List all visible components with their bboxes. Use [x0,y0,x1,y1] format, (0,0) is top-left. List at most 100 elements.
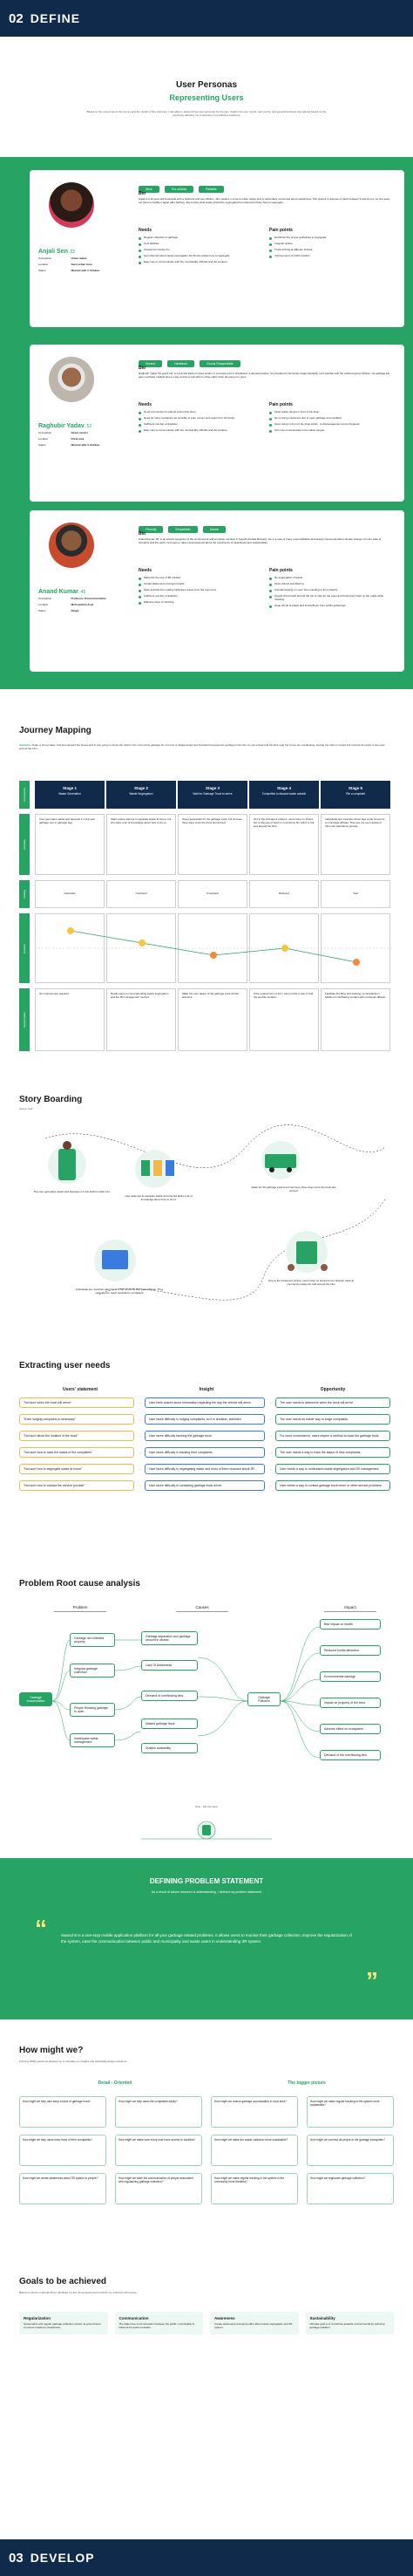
persona-tag: Pro-activist [164,186,194,193]
goals-subtitle: Based on above understanding I identifie… [19,2291,138,2294]
hmw-detail-card: How might we ease the communication of p… [115,2173,202,2204]
center-node: Garbage Pollution [247,1692,281,1706]
personas-description: Based on the responses to the survey and… [86,110,327,117]
persona-card-anjali: Anjali Sen, 32 Occupation: Home maker Lo… [30,170,404,327]
persona-meta: Occupation: Professor, Environmentalist … [38,597,106,612]
persona-tag: Goods Responsible [200,360,240,367]
stage-feeling: Frustrated [178,880,247,908]
storyboard-panels: The user generates waste and disposes it… [19,1121,394,1335]
storyboard-caption: Due to the infrequent pickup, users have… [268,1279,354,1286]
goals-section: Goals to be achieved Based on above unde… [19,2277,394,2295]
storyboard-caption: The user generates waste and disposes it… [33,1190,110,1193]
stage-feeling: Sad [321,880,390,908]
personas-panel: Anjali Sen, 32 Occupation: Home maker Lo… [0,157,413,689]
persona-name: Raghubir Yadav [38,423,85,429]
hmw-left-title: Detail - Oriented [98,2081,132,2086]
user-insight: User faces difficulty in contacting garb… [145,1480,265,1491]
scene-3-illustration [261,1141,300,1179]
arrow-right-icon: → [137,1400,142,1405]
hmw-bigpicture-card: How might we connect all people to the g… [307,2135,394,2166]
stage-opportunity: Needs ways to comprehending waste segreg… [106,988,176,1051]
user-need-row: "Not sure about the location of the truc… [19,1431,394,1441]
hmw-grid: Detail - Oriented The bigger picture How… [19,2081,394,2246]
arrow-right-icon: → [137,1466,142,1472]
col-insight: Insight [199,1387,214,1392]
persona-bio: Raghubir Yadav, 52 years old, is a humbl… [139,372,390,379]
stage-header: Stage 1 Waste Generation [35,781,105,809]
stage-feeling: Optimistic [35,880,105,908]
section-number: 03 [9,2550,24,2566]
stage-activity: Users goes/waits for the garbage truck, … [178,814,247,875]
hmw-right-title: The bigger picture [288,2081,326,2086]
hmw-detail-card: How might we help user keep a track of g… [19,2096,106,2128]
hmw-detail-card: How might we help users file complaints … [115,2096,202,2128]
persona-tag: Wise [139,186,159,193]
problem-statement-panel: DEFINING PROBLEM STATEMENT As a result o… [0,1858,413,2019]
persona-bio: Anand Kumar, 45, is an activist supporte… [139,537,382,544]
hmw-section: How might we? Forming HMW questions allo… [19,2046,394,2064]
user-insight: User faces difficulty in lodging complai… [145,1414,265,1425]
root-cause-diagram: Problem Causes Impact Garbage Accumulati… [19,1605,394,1780]
problem-cause: People throwing garbage in open [70,1703,115,1717]
arrow-right-icon: → [267,1400,273,1405]
personas-intro: User Personas Representing Users Based o… [0,80,413,118]
emotion-point-stage-1 [67,927,74,934]
hmw-detail-card: How might we make sure every user have a… [115,2135,202,2166]
scene-2-illustration [135,1150,174,1188]
stage-opportunity: Make the user aware of the garbage truck… [178,988,247,1051]
scene-1-illustration [48,1141,86,1184]
user-statement: "Not sure when the truck will arrive" [19,1397,134,1408]
impact-item: Adverse effect on ecosystem [320,1724,381,1734]
user-need-row: "Not sure when the truck will arrive" → … [19,1397,394,1408]
root-cause-section: Problem Root cause analysis [19,1579,394,1589]
user-statement: "Not sure how to segregate waste at home… [19,1464,134,1474]
persona-avatar [49,523,94,568]
impact-item: Demand of the overflowing bins [320,1750,381,1760]
arrow-right-icon: → [267,1417,273,1422]
user-need-row: "Even lodging complains is necessary" → … [19,1414,394,1425]
user-statement: "Not sure how to track the status of the… [19,1447,134,1458]
scene-5-illustration [286,1231,328,1273]
user-opportunity: The user needs a way to track the status… [275,1447,390,1458]
stage-opportunity: If the nearest bins is full, I can provi… [249,988,319,1051]
row-label-opportunities: Opportunities [19,988,30,1051]
problem-statement-title: DEFINING PROBLEM STATEMENT [149,1877,264,1885]
hmw-bigpicture-card: How might we reduce garbage accumulation… [211,2096,298,2128]
quote-open-icon: “ [35,1915,47,1942]
user-needs-section: Extracting user needs [19,1361,394,1370]
persona-tag: Aware [202,526,226,533]
problem-cause: Garbage not collected properly [70,1633,115,1647]
storyboard-illustrations [44,1124,386,1301]
stage-feeling: Relieved [249,880,319,908]
hmw-detail-card: How might we create awareness about 3R s… [19,2173,106,2204]
problem-cause: Inadequate waste management [70,1733,115,1747]
persona-bio: Anjali is a 32-year-old housewife with a… [139,197,390,204]
impact-item: Bad impact on health [320,1619,381,1630]
user-statement: "Even lodging complains is necessary" [19,1414,134,1425]
row-label-feeling: Feeling [19,880,30,908]
storyboard-caption: Waits for the garbage truck but it has b… [251,1186,336,1192]
stage-header: Stage 5 File a complaint [321,781,390,809]
persona-card-raghubir: Raghubir Yadav, 52 Occupation: Street ve… [30,345,404,502]
persona-meta: Occupation: Home maker Location: Semi-ur… [38,256,100,272]
emotion-point-stage-2 [139,940,146,946]
persona-card-anand: Anand Kumar, 45 Occupation: Professor, E… [30,510,404,672]
stage-header: Stage 4 Compelled to discard waste outsi… [249,781,319,809]
impact-item: Impact on property of the area [320,1698,381,1708]
journey-map-table: Touchpoints Activities Feeling Emotion O… [19,781,394,1060]
stage-opportunity: Facilitate the filing and tracking of co… [321,988,390,1051]
impact-item: Reduced tourist attraction [320,1645,381,1656]
user-need-row: "Not sure how to contact the service pro… [19,1480,394,1491]
root-cause: Garbage separation and garbage amount in… [141,1631,198,1645]
user-opportunity: The user needs to determine when the tru… [275,1397,390,1408]
persona-tag: Empathetic [168,526,198,533]
personas-title: User Personas [175,80,238,90]
row-label-touchpoints: Touchpoints [19,781,30,809]
persona-needs: Needs Good community bin placed around h… [139,402,235,433]
user-needs-table: Users' statement Insight Opportunity "No… [19,1387,394,1497]
